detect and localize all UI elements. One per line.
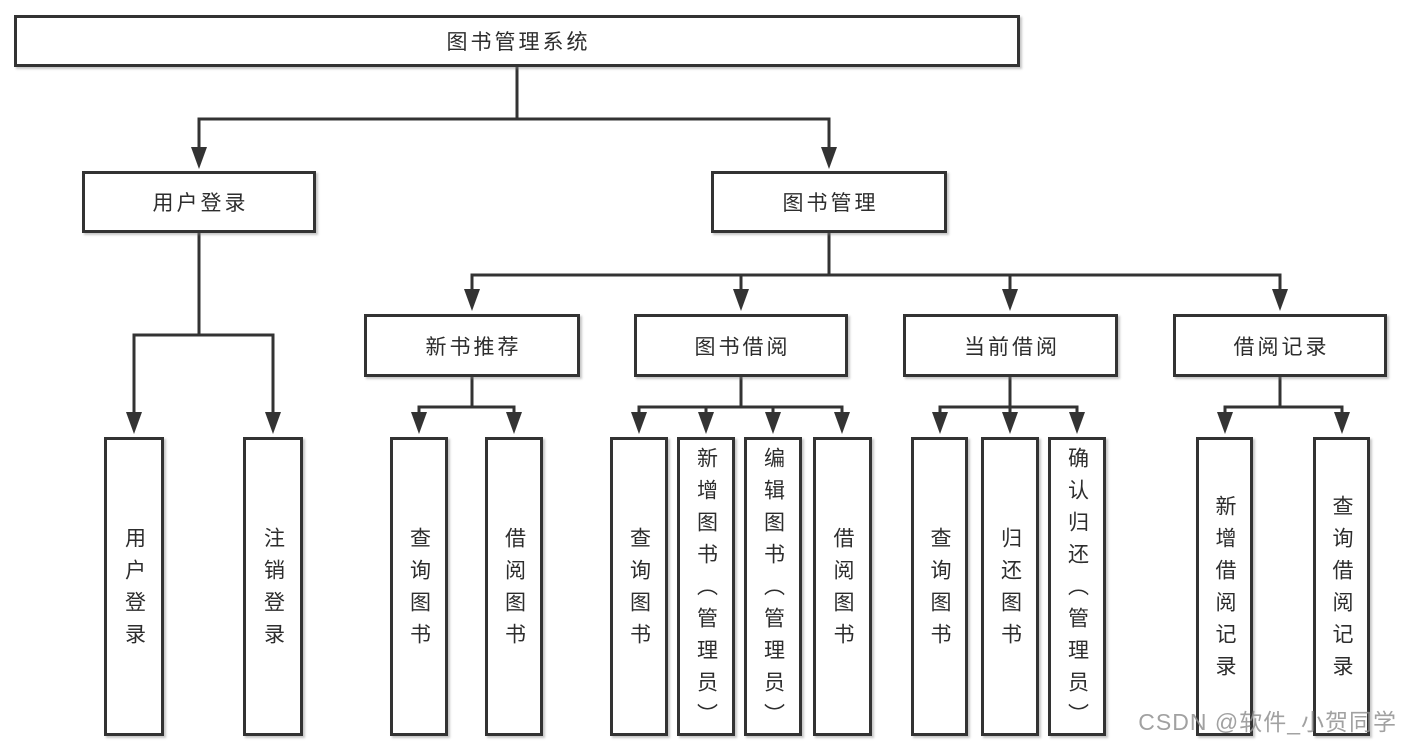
node-label: 借阅图书 <box>502 526 526 655</box>
arrow-down-icon <box>1002 289 1018 311</box>
arrow-down-icon <box>191 147 207 169</box>
node-book-management: 图书管理 <box>711 171 947 233</box>
arrow-down-icon <box>932 412 948 434</box>
node-label: 图书管理 <box>782 192 879 215</box>
arrow-down-icon <box>265 412 281 434</box>
node-label: 查询借阅记录 <box>1330 494 1354 687</box>
node-label: 新增借阅记录 <box>1213 494 1237 687</box>
leaf-query-books-recommend: 查询图书 <box>390 437 448 736</box>
node-user-login: 用户登录 <box>82 171 316 233</box>
arrow-down-icon <box>506 412 522 434</box>
leaf-add-books-admin: 新增图书（管理员） <box>677 437 735 736</box>
arrow-down-icon <box>1069 412 1085 434</box>
arrow-down-icon <box>733 289 749 311</box>
leaf-user-login: 用户登录 <box>104 437 164 736</box>
leaf-borrow-books: 借阅图书 <box>813 437 872 736</box>
node-label: 编辑图书（管理员） <box>761 446 785 735</box>
arrow-down-icon <box>411 412 427 434</box>
connector-borrow-records-to-leaves <box>1223 376 1344 420</box>
node-label: 查询图书 <box>627 526 651 655</box>
connector-book-borrow-to-leaves <box>637 376 844 420</box>
node-label: 用户登录 <box>122 526 146 655</box>
arrow-down-icon <box>698 412 714 434</box>
leaf-return-books: 归还图书 <box>981 437 1039 736</box>
node-current-borrow: 当前借阅 <box>903 314 1118 377</box>
leaf-logout: 注销登录 <box>243 437 303 736</box>
node-label: 查询图书 <box>928 526 952 655</box>
leaf-add-borrow-record: 新增借阅记录 <box>1196 437 1253 736</box>
leaf-confirm-return-admin: 确认归还（管理员） <box>1048 437 1106 736</box>
connector-user-login-to-leaves <box>132 232 275 420</box>
arrow-down-icon <box>631 412 647 434</box>
arrow-down-icon <box>464 289 480 311</box>
arrow-down-icon <box>1217 412 1233 434</box>
arrow-down-icon <box>1272 289 1288 311</box>
node-borrow-records: 借阅记录 <box>1173 314 1387 377</box>
connector-root-to-level2 <box>197 66 831 155</box>
node-label: 借阅记录 <box>1233 335 1330 359</box>
node-label: 图书管理系统 <box>446 31 591 54</box>
node-book-borrow: 图书借阅 <box>634 314 848 377</box>
arrow-down-icon <box>821 147 837 169</box>
leaf-edit-books-admin: 编辑图书（管理员） <box>744 437 802 736</box>
connector-new-book-to-leaves <box>417 376 516 420</box>
node-label: 用户登录 <box>152 192 249 215</box>
node-new-book-recommend: 新书推荐 <box>364 314 580 377</box>
arrow-down-icon <box>1334 412 1350 434</box>
node-label: 确认归还（管理员） <box>1065 446 1089 735</box>
node-label: 新增图书（管理员） <box>694 446 718 735</box>
leaf-query-borrow-record: 查询借阅记录 <box>1313 437 1370 736</box>
leaf-query-books-current: 查询图书 <box>911 437 968 736</box>
node-label: 新书推荐 <box>425 335 522 359</box>
node-label: 借阅图书 <box>831 526 855 655</box>
arrow-down-icon <box>834 412 850 434</box>
leaf-borrow-books-recommend: 借阅图书 <box>485 437 543 736</box>
arrowheads <box>126 147 1350 434</box>
leaf-query-books-borrow: 查询图书 <box>610 437 668 736</box>
arrow-down-icon <box>126 412 142 434</box>
connector-book-management-to-level3 <box>470 232 1282 297</box>
watermark: CSDN @软件_小贺同学 <box>1138 709 1397 735</box>
node-label: 图书借阅 <box>694 335 791 359</box>
node-label: 归还图书 <box>998 526 1022 655</box>
arrow-down-icon <box>765 412 781 434</box>
arrow-down-icon <box>1002 412 1018 434</box>
node-label: 查询图书 <box>407 526 431 655</box>
node-library-management-system: 图书管理系统 <box>14 15 1020 67</box>
node-label: 注销登录 <box>261 526 285 655</box>
node-label: 当前借阅 <box>964 335 1060 359</box>
